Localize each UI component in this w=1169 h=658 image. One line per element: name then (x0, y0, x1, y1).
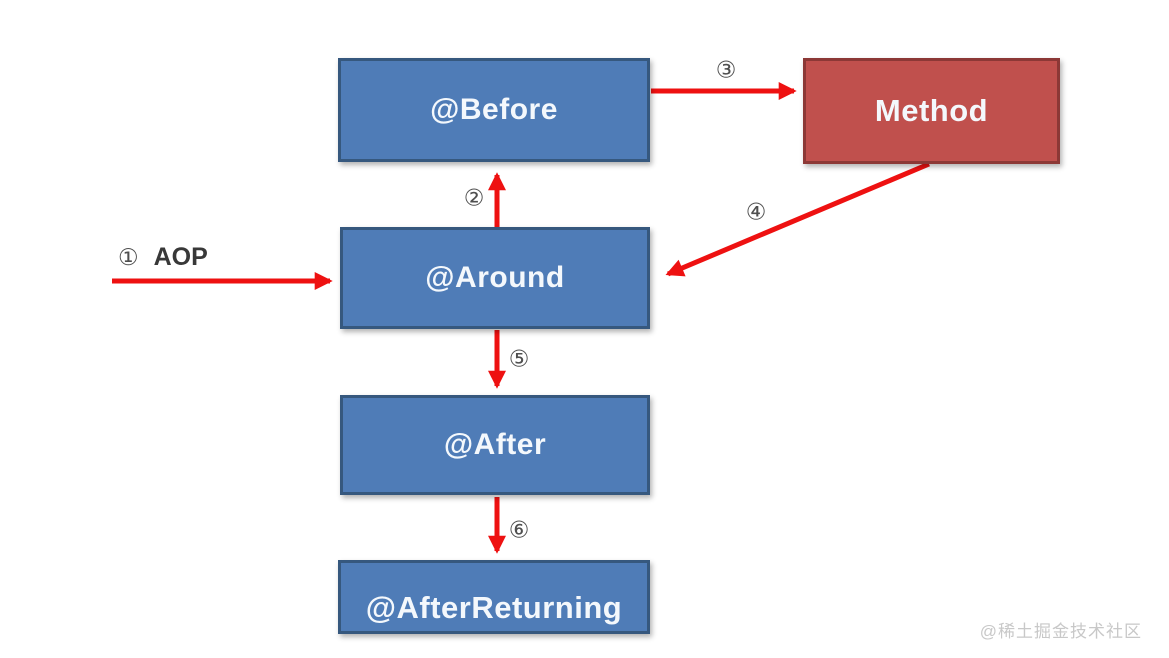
node-method: Method (803, 58, 1060, 164)
step-5-circled-number: ⑤ (508, 345, 530, 372)
node-before: @Before (338, 58, 650, 162)
node-method-label: Method (874, 93, 989, 128)
entry-label-text: AOP (153, 243, 208, 271)
step-1-circled-number: ① (118, 243, 139, 270)
node-around: @Around (340, 227, 650, 329)
step-6-circled-number: ⑥ (508, 516, 530, 543)
step-3-circled-number: ③ (715, 56, 737, 83)
watermark: @稀土掘金技术社区 (979, 622, 1142, 641)
step-2-circled-number: ② (463, 184, 485, 211)
entry-label-aop: ① AOP (118, 242, 208, 272)
node-after: @After (340, 395, 650, 495)
node-after-returning-label: @AfterReturning (365, 590, 623, 625)
node-after-returning: @AfterReturning (338, 560, 650, 634)
node-before-label: @Before (430, 93, 558, 126)
node-around-label: @Around (425, 261, 565, 294)
node-after-label: @After (443, 428, 547, 461)
arrow-method-to-around (665, 161, 930, 277)
step-4-circled-number: ④ (745, 198, 767, 225)
